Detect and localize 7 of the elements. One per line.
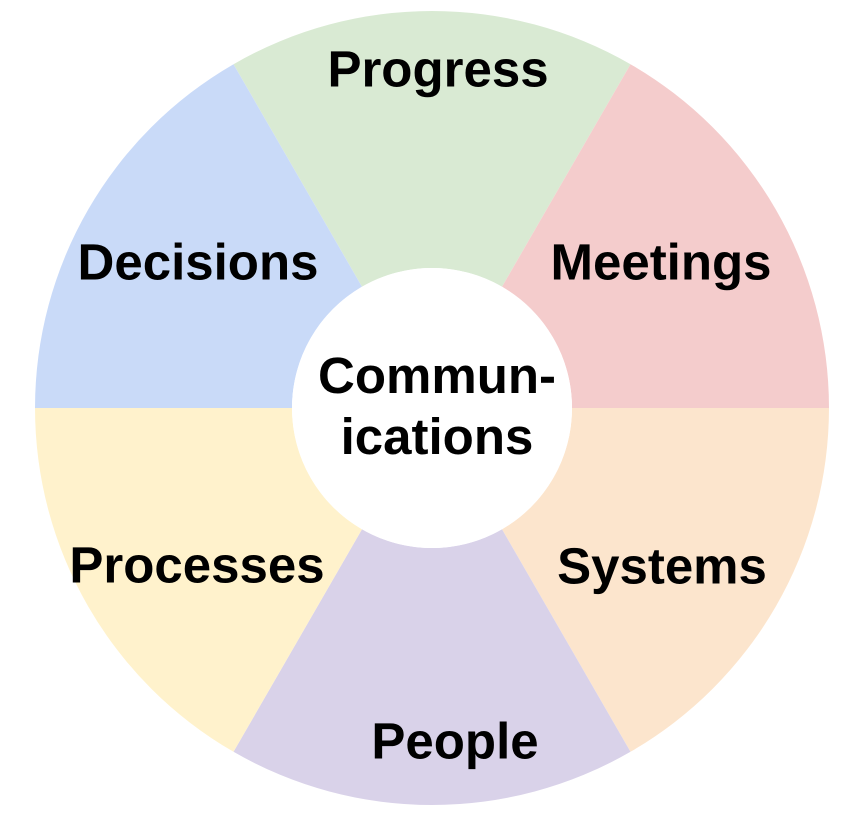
segment-label: Meetings bbox=[550, 234, 772, 292]
segment-label: People bbox=[371, 712, 539, 772]
segment-label: Processes bbox=[69, 536, 325, 596]
segment-label: Progress bbox=[327, 40, 549, 100]
segment-label: Decisions bbox=[78, 234, 318, 292]
segment-label: Systems bbox=[557, 538, 767, 596]
center-label: Commun- ications bbox=[317, 346, 557, 467]
